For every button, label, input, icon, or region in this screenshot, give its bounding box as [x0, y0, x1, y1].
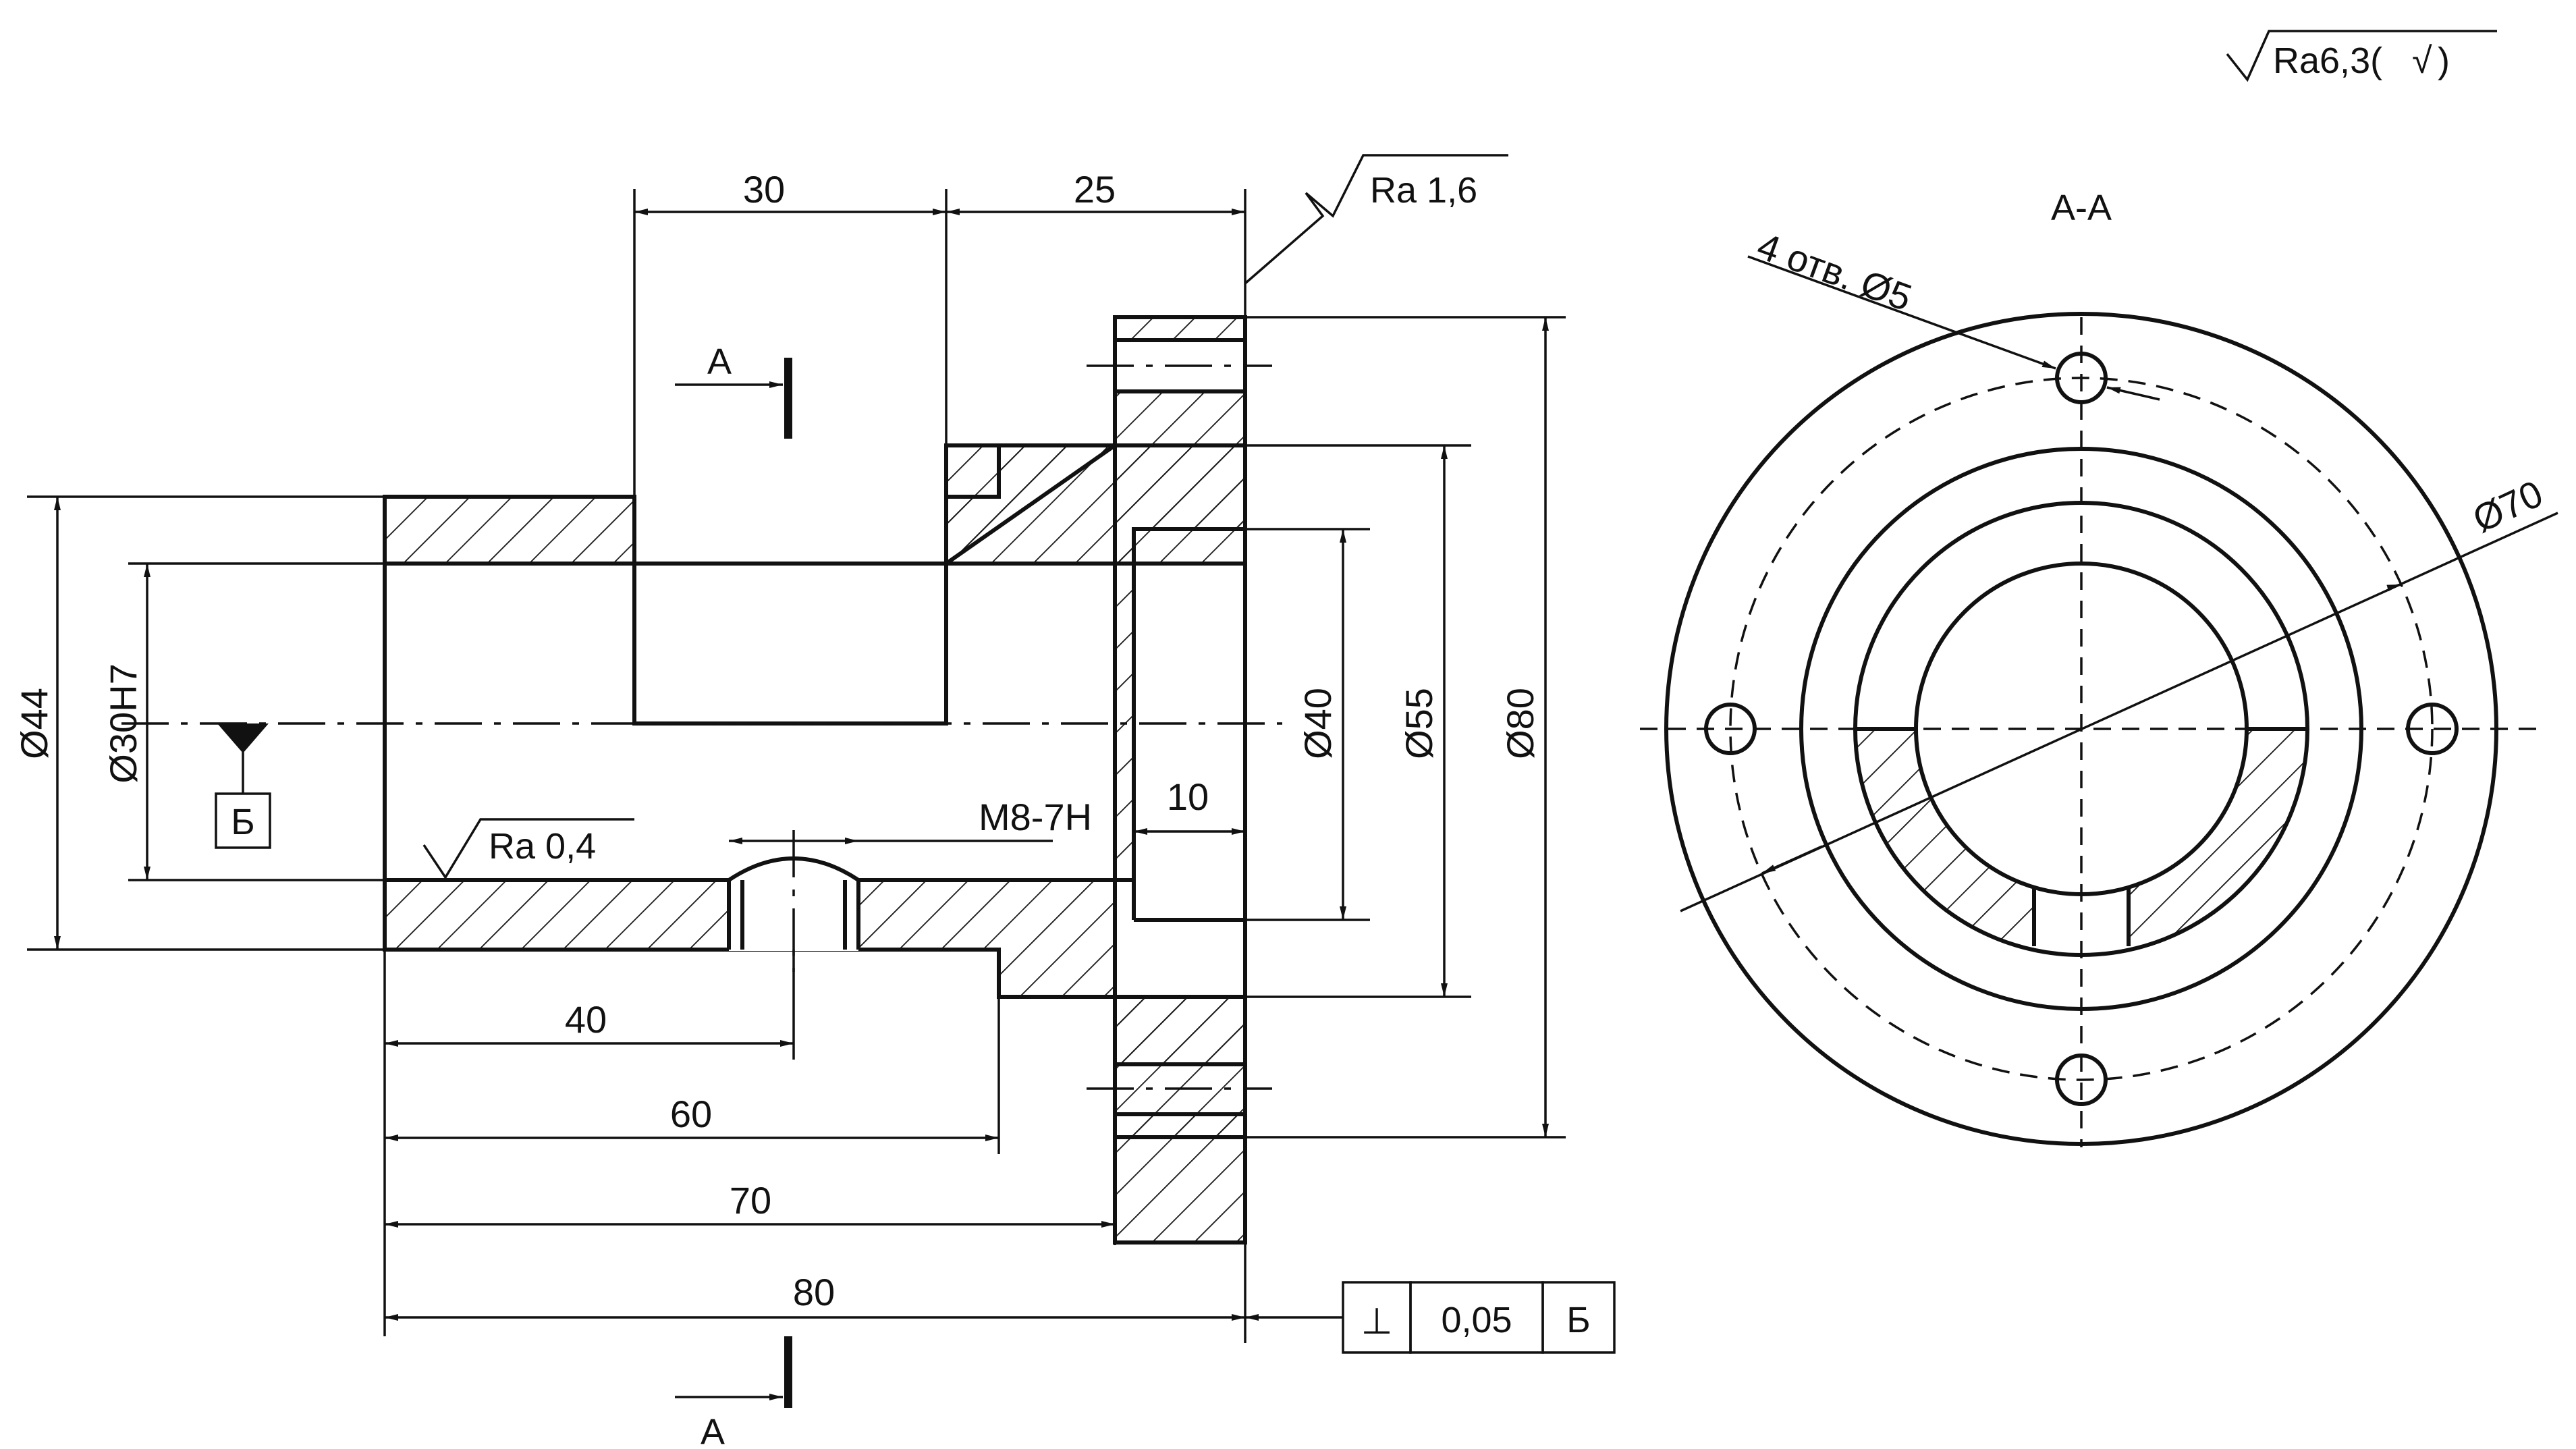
roughness-bore-label: Ra 0,4	[489, 826, 596, 867]
dim-10: 10	[1167, 775, 1209, 818]
dim-30: 30	[743, 168, 785, 211]
tolerance-value: 0,05	[1441, 1300, 1512, 1340]
section-view: А-А 4 отв. Ø5 Ø70	[1640, 188, 2558, 1147]
tolerance-datum: Б	[1566, 1300, 1590, 1340]
dim-80: 80	[793, 1271, 835, 1313]
part-outline	[383, 315, 1247, 1139]
section-mark-top-label: А	[707, 341, 732, 382]
bolt-hole-top	[2055, 352, 2108, 404]
dim-70: 70	[730, 1179, 771, 1222]
dimension-lines	[54, 209, 1549, 1321]
section-ring-hatch	[1855, 729, 2307, 955]
general-roughness-label: Ra6,3(	[2273, 40, 2382, 81]
main-view: 30 25 10 40 60 70 80 M8-7H Ø44 Ø30H7 Ø40…	[13, 154, 1616, 1449]
tolerance-symbol: ⊥	[1361, 1301, 1392, 1342]
dim-dia44: Ø44	[13, 688, 55, 759]
general-roughness-close: )	[2438, 40, 2450, 81]
general-roughness-symbol: Ra6,3( √ )	[2226, 30, 2497, 82]
section-mark-bottom-label: А	[701, 1412, 725, 1449]
holes-label: 4 отв. Ø5	[1752, 224, 1917, 319]
section-mark-top: А	[675, 341, 792, 439]
dim-dia70: Ø70	[2466, 472, 2549, 541]
general-roughness-check: √	[2412, 40, 2432, 81]
dim-dia40: Ø40	[1296, 688, 1339, 759]
roughness-flange-label: Ra 1,6	[1370, 170, 1477, 211]
dim-dia80: Ø80	[1499, 688, 1541, 759]
section-title: А-А	[2051, 188, 2112, 228]
dim-40: 40	[565, 998, 607, 1041]
datum-symbol: Б	[215, 723, 271, 849]
dim-dia55: Ø55	[1398, 688, 1440, 759]
bolt-hole-bottom	[2055, 1054, 2108, 1106]
section-mark-bottom: А	[675, 1336, 792, 1449]
bolt-hole-left	[1704, 703, 1757, 755]
roughness-bore: Ra 0,4	[422, 818, 634, 880]
dim-25: 25	[1074, 168, 1116, 211]
roughness-flange: Ra 1,6	[1244, 154, 1508, 285]
dim-60: 60	[670, 1093, 712, 1135]
bolt-hole-right	[2406, 703, 2459, 755]
datum-label: Б	[231, 802, 254, 842]
dim-dia30h7: Ø30H7	[102, 663, 144, 783]
extension-lines	[27, 189, 1566, 1343]
thread-label: M8-7H	[979, 796, 1092, 838]
tolerance-frame: ⊥ 0,05 Б	[1245, 1281, 1616, 1354]
